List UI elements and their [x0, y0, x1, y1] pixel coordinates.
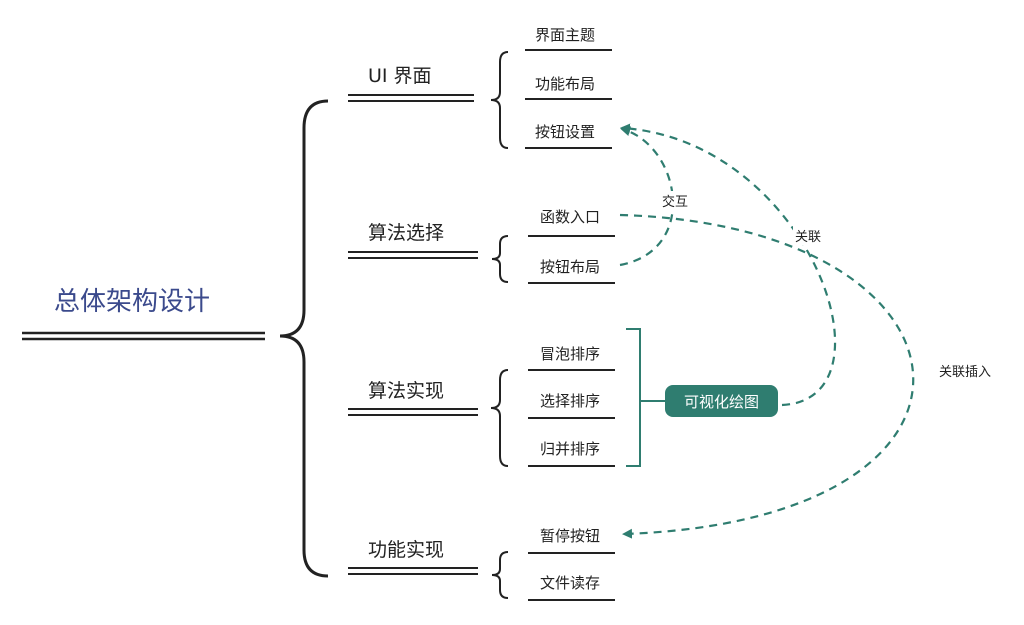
leaf-merge-sort: 归并排序: [540, 440, 601, 458]
relation-label-jiaohu: 交互: [660, 191, 691, 210]
branch-title-algo-select: 算法选择: [368, 222, 445, 244]
branch-title-ui: UI 界面: [368, 65, 432, 87]
leaf-button-layout: 按钮布局: [540, 258, 601, 276]
leaf-ui-layout: 功能布局: [535, 75, 596, 93]
relation-label-guanlian-charu: 关联插入: [937, 361, 994, 380]
root-brace: [279, 99, 329, 578]
leaf-underlines: [525, 49, 615, 601]
relation-label-guanlian: 关联: [793, 226, 824, 245]
leaf-func-entry: 函数入口: [540, 208, 601, 226]
branch-title-algo-impl: 算法实现: [368, 380, 445, 402]
visualization-node: 可视化绘图: [665, 385, 778, 417]
leaf-pause-button: 暂停按钮: [540, 527, 601, 545]
leaf-file-io: 文件读存: [540, 574, 601, 592]
root-title: 总体架构设计: [54, 287, 211, 317]
relation-guanlian-charu: [619, 213, 915, 539]
root-underline: [22, 331, 265, 341]
branch-underlines: [348, 94, 478, 575]
relation-guanlian: [620, 123, 837, 407]
viz-bracket: [626, 328, 665, 467]
visualization-label: 可视化绘图: [683, 392, 759, 411]
leaf-selection-sort: 选择排序: [540, 392, 601, 410]
leaf-ui-theme: 界面主题: [535, 26, 596, 44]
leaf-ui-button-settings: 按钮设置: [535, 123, 596, 141]
leaf-braces: [490, 51, 509, 599]
leaf-bubble-sort: 冒泡排序: [540, 345, 601, 363]
branch-title-func-impl: 功能实现: [368, 539, 445, 561]
